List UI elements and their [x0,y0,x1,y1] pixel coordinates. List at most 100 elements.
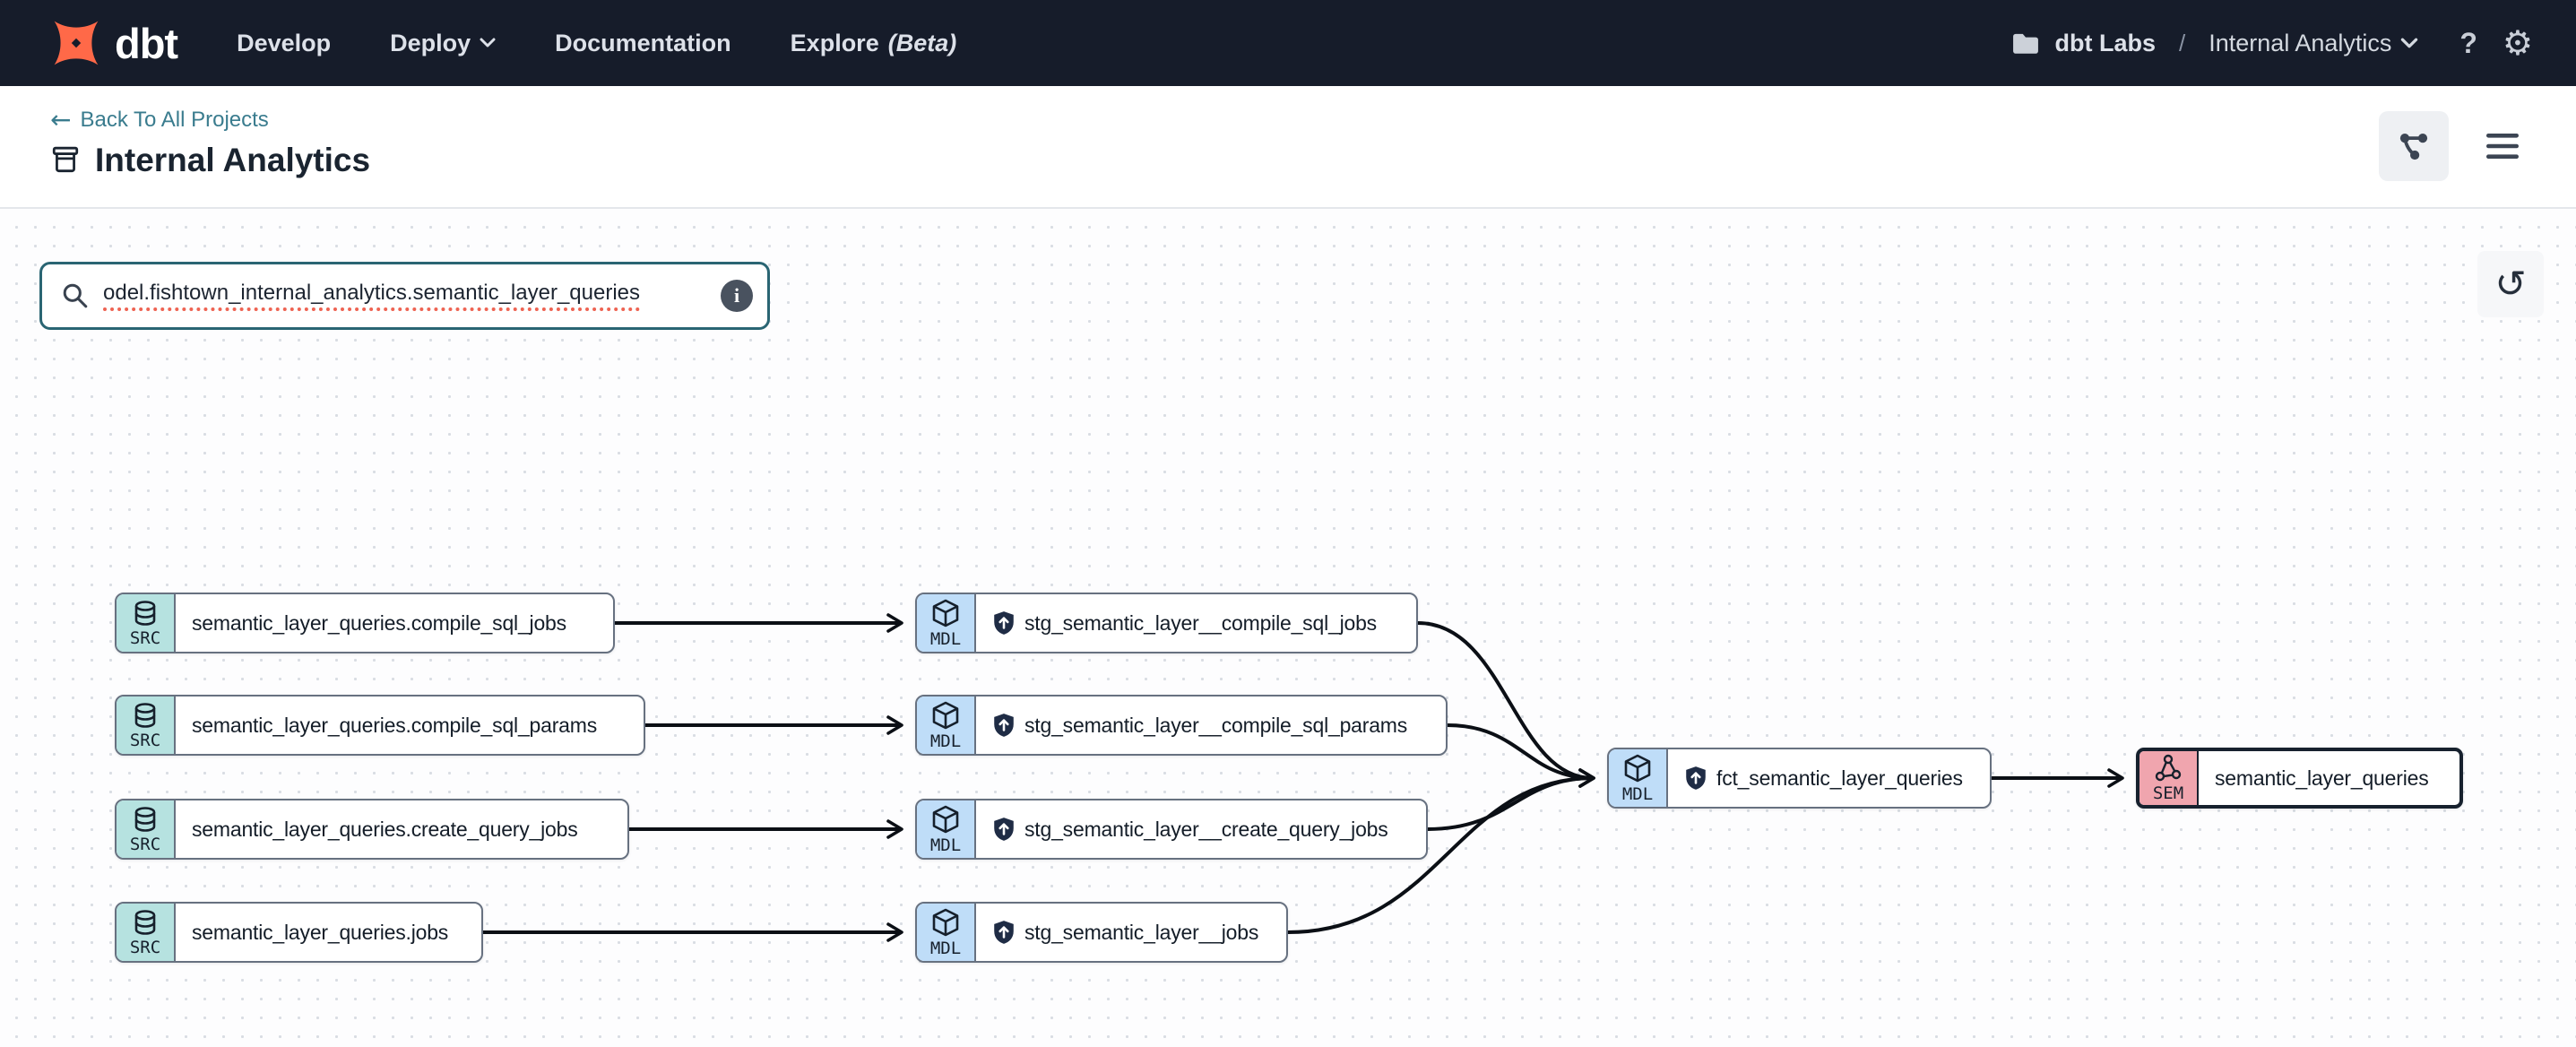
node-label: stg_semantic_layer__create_query_jobs [1024,817,1388,841]
dbt-logo[interactable]: dbt [50,17,178,69]
node-label: stg_semantic_layer__compile_sql_jobs [1024,610,1377,635]
nav-item-deploy[interactable]: Deploy [390,30,496,57]
back-arrow-icon: ← [50,105,72,134]
breadcrumb-separator: / [2179,29,2186,56]
graph-node-stg_compile_sql_params[interactable]: MDL stg_semantic_layer__compile_sql_param… [915,695,1448,756]
node-type-label: SRC [129,937,161,957]
node-label: fct_semantic_layer_queries [1716,766,1963,790]
node-type-label: MDL [929,628,962,649]
reset-view-button[interactable]: ↺ [2477,251,2544,317]
database-icon [134,909,156,935]
lineage-view-button[interactable] [2379,111,2449,181]
list-view-button[interactable] [2476,119,2529,173]
cube-icon [932,908,959,936]
title-row: Internal Analytics [50,142,370,179]
node-body: stg_semantic_layer__create_query_jobs [976,800,1405,858]
node-type-badge: SRC [117,904,176,961]
node-body: fct_semantic_layer_queries [1668,749,1979,807]
node-type-badge: MDL [917,697,976,754]
node-type-label: MDL [1621,783,1654,804]
chevron-down-icon [480,38,496,48]
node-label: semantic_layer_queries.jobs [192,920,449,944]
node-label: stg_semantic_layer__jobs [1024,920,1259,944]
semantic-model-icon [2155,754,2182,781]
node-body: stg_semantic_layer__compile_sql_params [976,697,1423,754]
node-body: semantic_layer_queries.create_query_jobs [176,800,594,858]
project-header: ← Back To All Projects Internal Analytic… [0,86,2576,209]
graph-node-src_jobs[interactable]: SRC semantic_layer_queries.jobs [115,902,483,963]
node-type-label: MDL [929,835,962,855]
node-type-badge: SRC [117,800,176,858]
page-title: Internal Analytics [95,142,371,178]
lineage-icon [2399,134,2428,160]
node-type-badge: MDL [1609,749,1668,807]
node-type-label: SRC [129,627,161,648]
graph-node-src_create_query_jobs[interactable]: SRC semantic_layer_queries.create_query_j… [115,799,629,860]
cube-icon [1624,754,1651,782]
node-label: semantic_layer_queries [2215,766,2429,790]
selector-search[interactable]: odel.fishtown_internal_analytics.semanti… [39,262,770,330]
folder-icon [2012,33,2038,54]
breadcrumb-account[interactable]: dbt Labs [2054,29,2157,56]
dbt-logo-text: dbt [115,19,178,67]
shield-icon [994,818,1014,841]
node-type-badge: SRC [117,594,176,652]
shield-icon [994,714,1014,737]
graph-node-src_compile_sql_params[interactable]: SRC semantic_layer_queries.compile_sql_pa… [115,695,645,756]
nav-item-develop[interactable]: Develop [237,29,332,56]
node-label: semantic_layer_queries.create_query_jobs [192,817,578,841]
project-icon [52,146,79,173]
nav-item-explore[interactable]: Explore (Beta) [790,29,957,56]
node-label: semantic_layer_queries.compile_sql_param… [192,713,598,737]
help-icon[interactable]: ? [2459,26,2477,59]
shield-icon [1686,766,1706,790]
node-type-label: MDL [929,938,962,958]
dbt-logo-icon [54,21,99,65]
info-icon[interactable]: i [721,280,753,312]
gear-icon[interactable]: ⚙ [2502,23,2533,63]
cube-icon [932,805,959,833]
hamburger-icon [2486,134,2519,159]
node-body: semantic_layer_queries.jobs [176,904,464,961]
top-navbar: dbt Develop Deploy Documentation Explore… [0,0,2576,86]
beta-tag: (Beta) [887,29,957,56]
database-icon [134,806,156,832]
graph-node-src_compile_sql_jobs[interactable]: SRC semantic_layer_queries.compile_sql_jo… [115,593,615,653]
node-body: semantic_layer_queries.compile_sql_jobs [176,594,583,652]
node-label: stg_semantic_layer__compile_sql_params [1024,713,1408,737]
node-type-badge: MDL [917,594,976,652]
back-to-projects-link[interactable]: ← Back To All Projects [50,105,269,134]
cube-icon [932,599,959,627]
graph-node-fct_semantic_layer_queries[interactable]: MDL fct_semantic_layer_queries [1607,748,1992,809]
node-body: semantic_layer_queries [2199,751,2445,805]
shield-icon [994,921,1014,944]
nav-menu: Develop Deploy Documentation Explore (Be… [237,30,956,57]
graph-node-stg_jobs[interactable]: MDL stg_semantic_layer__jobs [915,902,1288,963]
node-body: stg_semantic_layer__jobs [976,904,1275,961]
node-body: stg_semantic_layer__compile_sql_jobs [976,594,1393,652]
nav-right-cluster: dbt Labs / Internal Analytics ? ⚙ [2012,23,2533,63]
node-type-label: SRC [129,730,161,750]
node-type-label: MDL [929,731,962,751]
node-type-badge: MDL [917,904,976,961]
shield-icon [994,611,1014,635]
node-type-badge: MDL [917,800,976,858]
graph-node-stg_compile_sql_jobs[interactable]: MDL stg_semantic_layer__compile_sql_jobs [915,593,1418,653]
node-body: semantic_layer_queries.compile_sql_param… [176,697,613,754]
graph-node-stg_create_query_jobs[interactable]: MDL stg_semantic_layer__create_query_jobs [915,799,1428,860]
node-type-badge: SEM [2139,751,2199,805]
graph-node-semantic_layer_queries[interactable]: SEM semantic_layer_queries [2136,748,2463,809]
node-type-badge: SRC [117,697,176,754]
database-icon [134,600,156,626]
chevron-down-icon [2401,38,2418,48]
breadcrumb-project-select[interactable]: Internal Analytics [2209,30,2418,57]
node-type-label: SRC [129,834,161,854]
search-input[interactable]: odel.fishtown_internal_analytics.semanti… [103,281,641,311]
node-type-label: SEM [2152,783,2184,803]
cube-icon [932,701,959,729]
nav-item-documentation[interactable]: Documentation [555,29,731,56]
view-toggle-buttons [2379,111,2529,181]
reset-icon: ↺ [2494,262,2527,306]
database-icon [134,702,156,728]
node-label: semantic_layer_queries.compile_sql_jobs [192,610,566,635]
